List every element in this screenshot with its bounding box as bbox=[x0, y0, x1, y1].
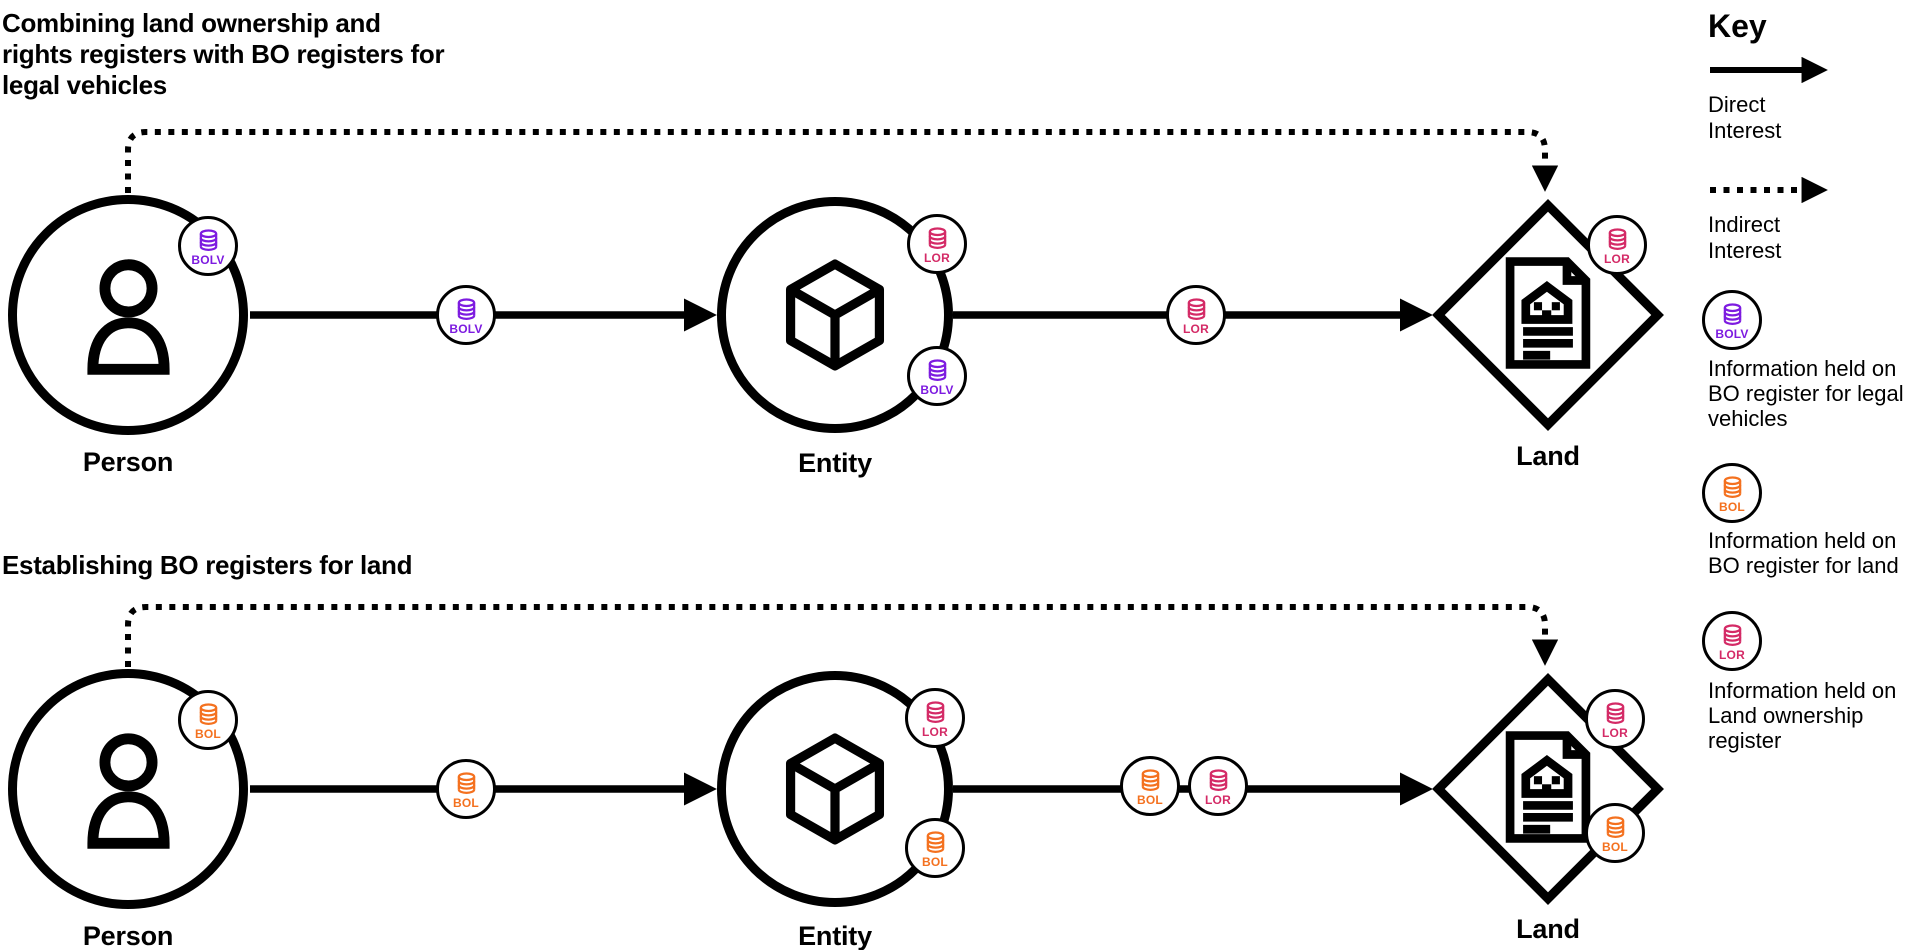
entity-label-1: Entity bbox=[798, 448, 872, 478]
key-badge-bolv: BOLV bbox=[1702, 290, 1762, 350]
section-1-title: Combining land ownership and rights regi… bbox=[2, 8, 445, 100]
database-icon bbox=[1205, 767, 1232, 794]
person-icon bbox=[56, 717, 201, 862]
database-icon bbox=[1719, 301, 1746, 328]
database-icon bbox=[1137, 767, 1164, 794]
database-icon bbox=[1183, 296, 1210, 323]
badge-lor-on-land-2: LOR bbox=[1585, 689, 1645, 749]
database-icon bbox=[1604, 226, 1631, 253]
person-label-2: Person bbox=[82, 921, 174, 950]
database-icon bbox=[195, 701, 222, 728]
indirect-arrow-person-land-2 bbox=[125, 604, 1559, 667]
badge-lor-on-land-1: LOR bbox=[1587, 215, 1647, 275]
key-bol-description: Information held on BO register for land bbox=[1708, 528, 1899, 578]
section-2-title: Establishing BO registers for land bbox=[2, 550, 413, 580]
badge-bol-on-arrow-2: BOL bbox=[436, 759, 496, 819]
land-deed-document-icon bbox=[1483, 248, 1613, 378]
database-icon bbox=[1602, 700, 1629, 727]
key-badge-lor: LOR bbox=[1702, 611, 1762, 671]
database-icon bbox=[924, 225, 951, 252]
person-label-1: Person bbox=[82, 447, 174, 477]
land-label-1: Land bbox=[1516, 441, 1580, 471]
badge-lor-on-entity-2: LOR bbox=[905, 688, 965, 748]
badge-bol-on-arrow2-2: BOL bbox=[1120, 756, 1180, 816]
badge-bolv-on-person-1: BOLV bbox=[178, 216, 238, 276]
land-label-2: Land bbox=[1516, 914, 1580, 944]
database-icon bbox=[195, 227, 222, 254]
key-badge-bol: BOL bbox=[1702, 463, 1762, 523]
badge-bolv-on-entity-1: BOLV bbox=[907, 346, 967, 406]
badge-lor-on-arrow-1: LOR bbox=[1166, 285, 1226, 345]
badge-bolv-on-arrow-1: BOLV bbox=[436, 285, 496, 345]
badge-bol-on-person-2: BOL bbox=[178, 690, 238, 750]
database-icon bbox=[1719, 474, 1746, 501]
key-direct-label: Direct Interest bbox=[1708, 92, 1782, 143]
database-icon bbox=[453, 296, 480, 323]
database-icon bbox=[453, 770, 480, 797]
badge-bol-on-land-2: BOL bbox=[1585, 803, 1645, 863]
database-icon bbox=[922, 829, 949, 856]
database-icon bbox=[922, 699, 949, 726]
key-bolv-description: Information held on BO register for lega… bbox=[1708, 356, 1904, 431]
cube-icon bbox=[770, 724, 900, 854]
badge-lor-on-arrow2-2: LOR bbox=[1188, 756, 1248, 816]
key-heading: Key bbox=[1708, 8, 1767, 44]
entity-label-2: Entity bbox=[798, 921, 872, 950]
cube-icon bbox=[770, 250, 900, 380]
database-icon bbox=[924, 357, 951, 384]
key-lor-description: Information held on Land ownership regis… bbox=[1708, 678, 1897, 753]
badge-lor-on-entity-1: LOR bbox=[907, 214, 967, 274]
indirect-arrow-person-land-1 bbox=[125, 129, 1559, 193]
database-icon bbox=[1602, 814, 1629, 841]
badge-bol-on-entity-2: BOL bbox=[905, 818, 965, 878]
database-icon bbox=[1719, 622, 1746, 649]
key-indirect-label: Indirect Interest bbox=[1708, 212, 1782, 263]
person-icon bbox=[56, 243, 201, 388]
